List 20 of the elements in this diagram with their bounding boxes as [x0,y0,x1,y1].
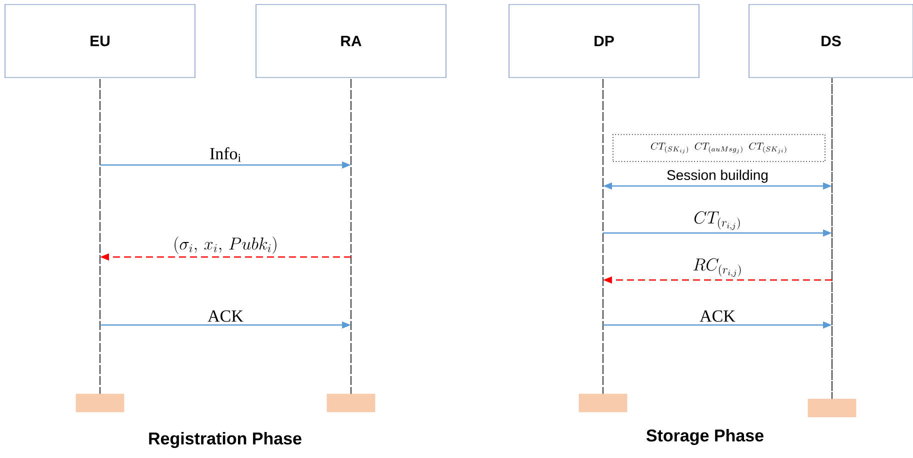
lifeline-head-box: DP [508,4,700,78]
lifeline-head-box: DS [748,4,913,78]
lifeline-head-box: EU [4,4,196,78]
edge-label: ACK [208,310,244,322]
edge-label: $RC_{(r_{i,j})}$ [693,258,741,277]
lifeline-end-box [578,394,628,412]
edge-label: Session building [667,170,768,183]
edge-label: $CT_{(r_{i,j})}$ [694,211,740,230]
edge-label: $(\sigma_i,\, x_i,\, Pubk_i)$ [174,236,276,254]
lifeline-end-box [326,394,376,412]
lifeline-end-box [808,398,856,418]
phase-title: Registration Phase [149,432,302,448]
message-box: $CT_{(SK_{ij})}$ $CT_{(auMsg_{j})}$ $CT_{(SK_{ji})}$ [612,134,826,162]
phase-title: Storage Phase [646,429,764,445]
lifeline-head-box: RA [256,4,446,78]
lifeline [602,78,604,394]
edge-label: Info$_{i}$ [210,147,241,162]
lifeline [350,78,352,394]
lifeline-end-box [76,394,124,412]
edge-label: ACK [700,310,736,322]
